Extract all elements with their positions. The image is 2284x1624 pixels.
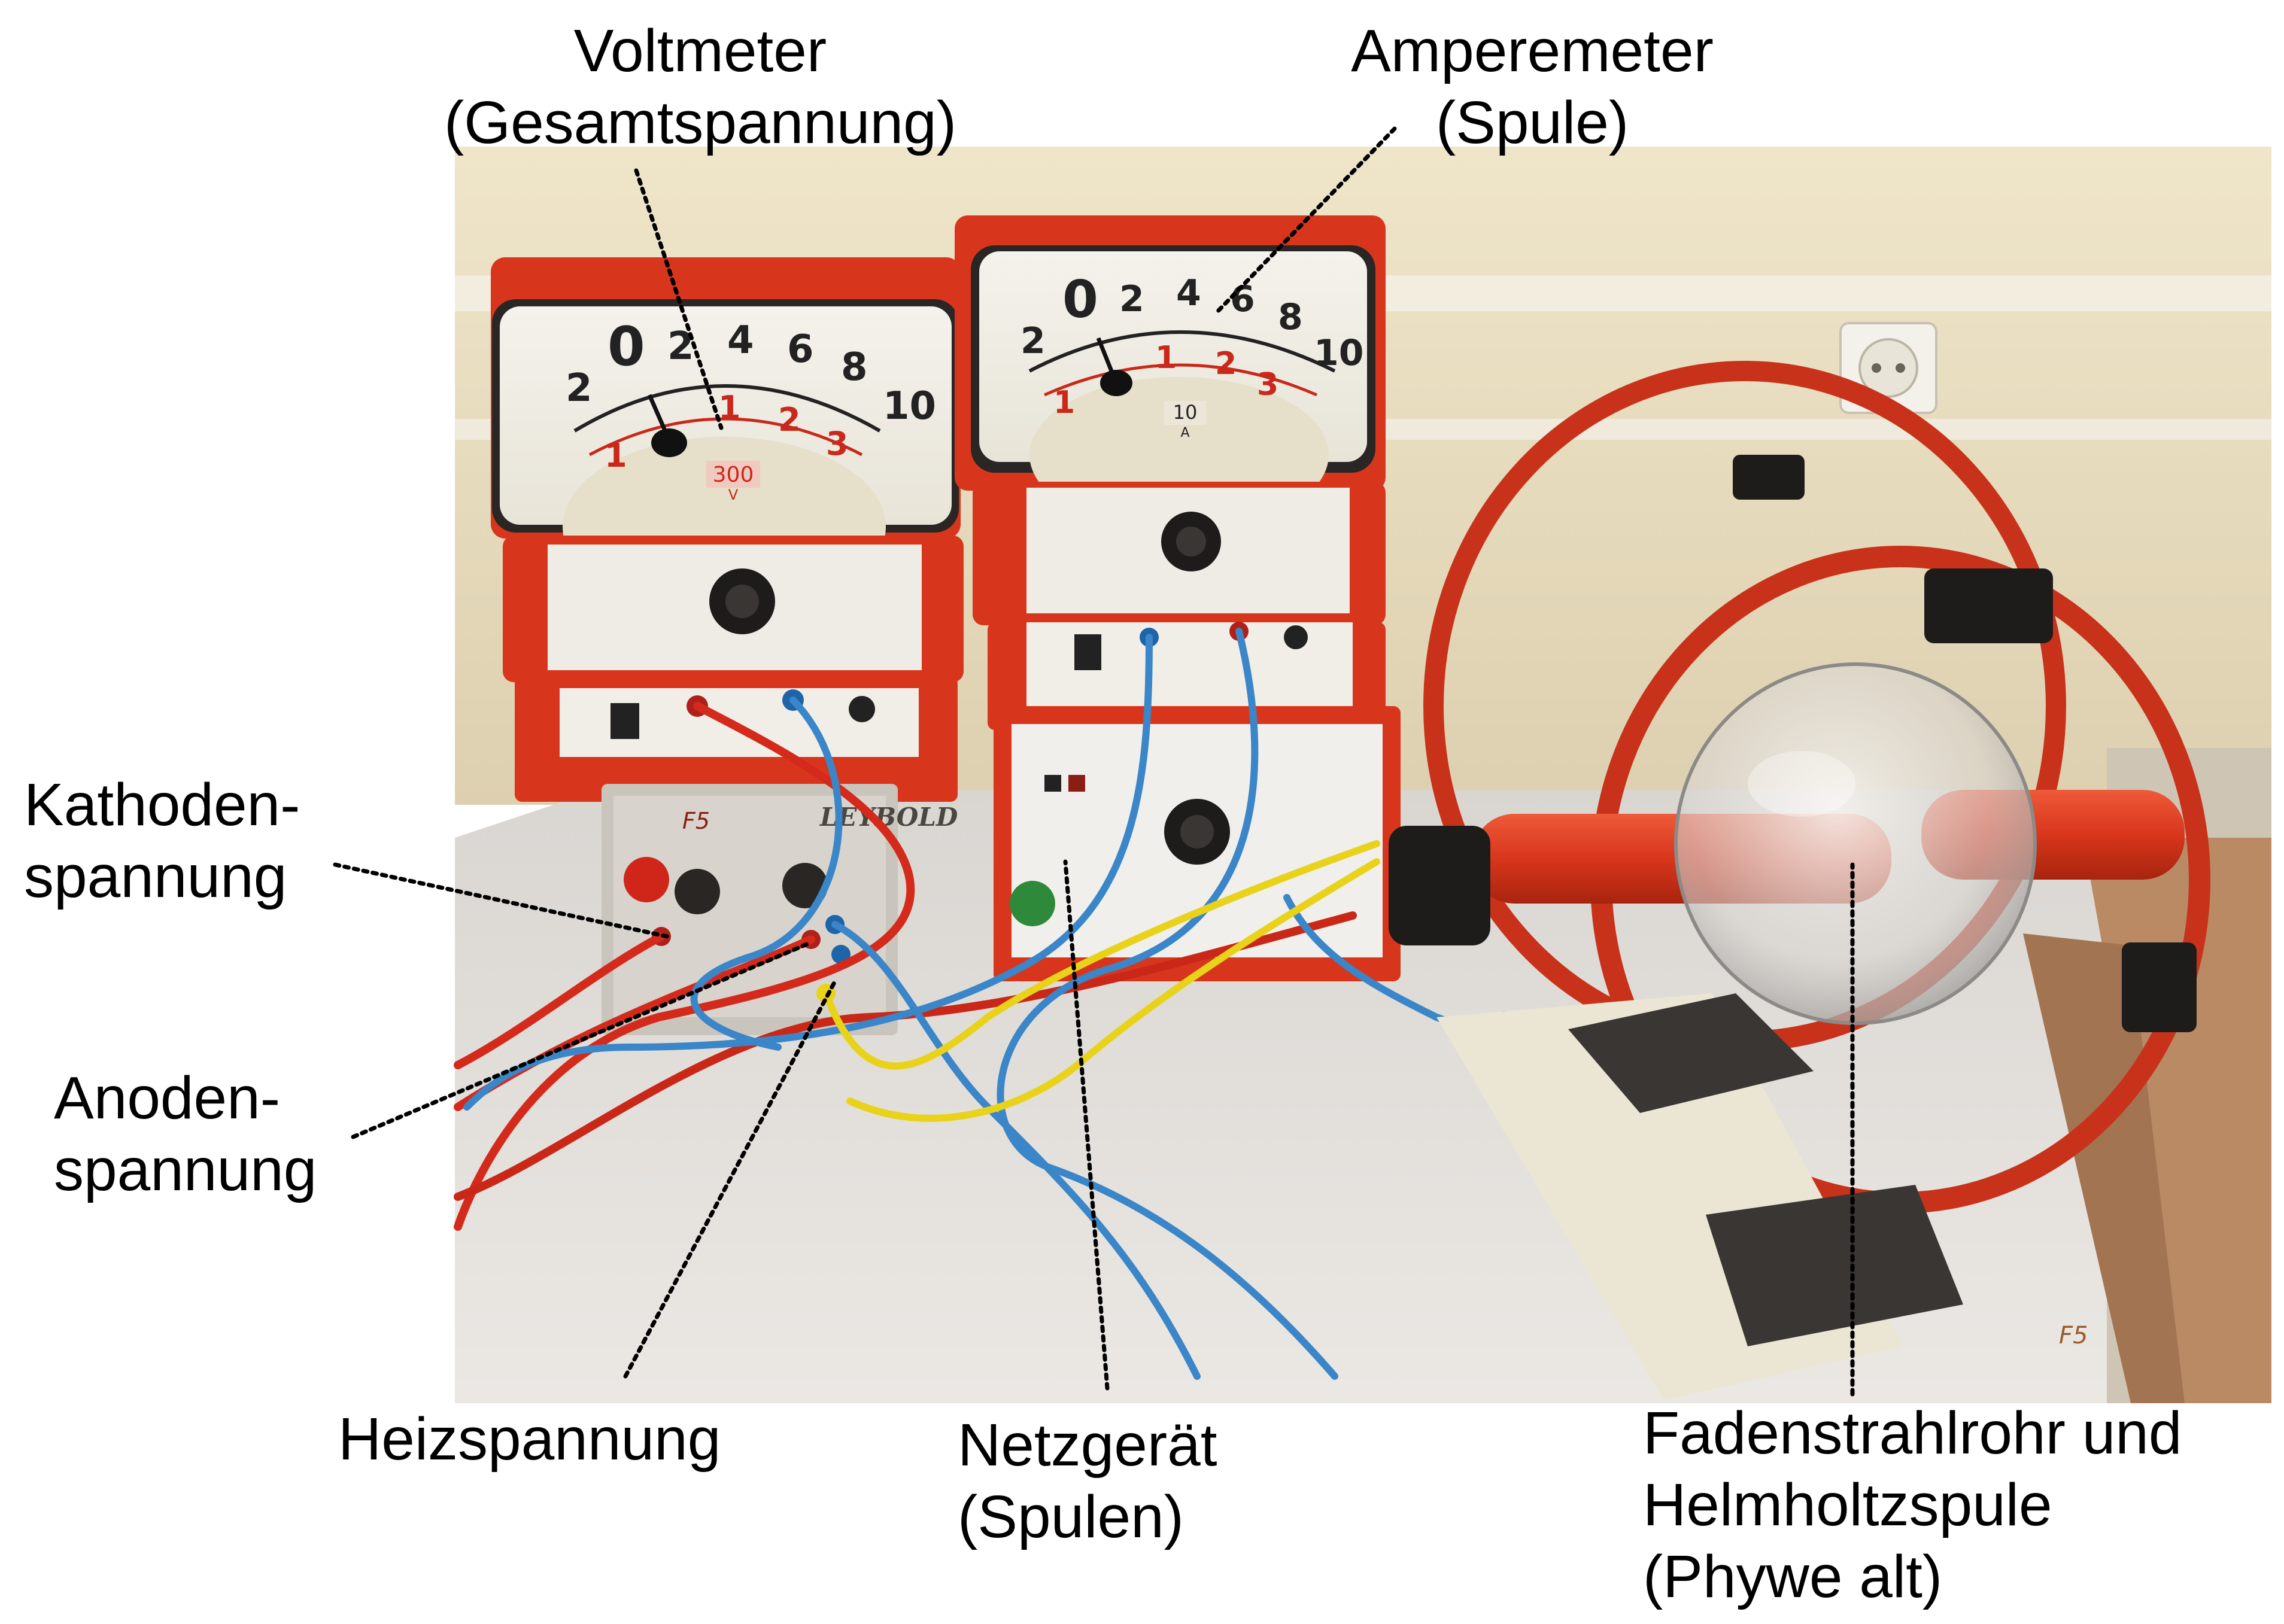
amperemeter-device: 2 0 2 4 6 8 10 1 1 2 3 10 A (955, 215, 1386, 730)
netzgeraet-device (994, 706, 1401, 981)
label-line: spannung (24, 843, 287, 910)
scale-label: 0 (1062, 270, 1098, 330)
cable-yellow (822, 840, 1380, 1070)
label-line: Amperemeter (1351, 17, 1714, 84)
scale-label: 8 (1278, 296, 1303, 338)
scale-label: 1 (1053, 385, 1075, 421)
scale-label: 0 (608, 315, 645, 378)
range-label: 10 (1173, 401, 1198, 424)
scale-label: 2 (1215, 346, 1237, 382)
scale-label: 1 (1155, 340, 1177, 376)
cable-blue (997, 628, 1338, 1380)
unit-label: A (1180, 425, 1189, 440)
cable-blue (831, 921, 1201, 1380)
scale-label: 10 (883, 384, 936, 428)
zero-knob[interactable] (849, 696, 875, 722)
scale-label: 3 (826, 425, 849, 463)
voltmeter-red-scale: 1 1 2 3 (605, 389, 849, 475)
unit-label: V (728, 486, 739, 503)
label-voltmeter: Voltmeter (Gesamtspannung) (413, 15, 988, 159)
scale-label: 6 (1230, 278, 1255, 320)
baseboard-tag: F5 (2059, 1322, 2088, 1349)
label-amperemeter: Amperemeter (Spule) (1305, 15, 1760, 159)
label-heiz: Heizspannung (338, 1403, 721, 1475)
label-anoden: Anoden- spannung (54, 1062, 317, 1206)
glass-bulb (1674, 662, 2037, 1025)
label-line: Heizspannung (338, 1406, 721, 1473)
scale-label: 1 (718, 389, 741, 427)
scale-label: 2 (1020, 320, 1046, 362)
label-line: (Phywe alt) (1643, 1543, 1943, 1610)
heater-knob[interactable] (782, 863, 828, 908)
scale-label: 2 (1119, 278, 1144, 320)
label-netzgeraet: Netzgerät (Spulen) (958, 1409, 1217, 1553)
label-line: Voltmeter (573, 17, 827, 84)
voltmeter-device: 2 0 2 4 6 8 10 1 1 2 3 300 V (491, 257, 964, 802)
amperemeter-red-scale: 1 1 2 3 (1053, 340, 1278, 421)
label-line: (Spulen) (958, 1483, 1184, 1550)
label-line: (Spule) (1435, 89, 1629, 156)
label-kathoden: Kathoden- spannung (24, 769, 300, 913)
tube-socket (1389, 826, 1490, 945)
emergency-button[interactable] (624, 857, 669, 902)
coil-base-plate (1706, 1185, 1963, 1346)
range-label: 300 (713, 463, 754, 487)
scale-label: 2 (566, 366, 593, 410)
label-line: (Gesamtspannung) (444, 89, 956, 156)
cabinet-front (2023, 933, 2185, 1403)
label-line: Fadenstrahlrohr und (1643, 1400, 2182, 1467)
scale-label: 1 (605, 437, 627, 475)
coil-base-plate (1568, 993, 1814, 1113)
scale-label: 3 (1257, 367, 1278, 403)
zero-knob[interactable] (1284, 625, 1308, 649)
scale-label: 10 (1314, 332, 1364, 374)
scale-label: 8 (841, 345, 868, 390)
device-tag: F5 (682, 808, 710, 834)
fadenstrahlrohr (1389, 662, 2185, 1025)
scale-label: 4 (1176, 272, 1201, 314)
label-fadenstrahl: Fadenstrahlrohr und Helmholtzspule (Phyw… (1643, 1397, 2182, 1613)
scale-label: 2 (778, 401, 801, 439)
label-line: spannung (54, 1136, 317, 1203)
scale-label: 6 (787, 327, 814, 372)
label-line: Anoden- (54, 1065, 281, 1132)
power-indicator (1010, 881, 1055, 926)
label-line: Netzgerät (958, 1412, 1217, 1479)
scale-label: 2 (667, 324, 694, 369)
jack-blue[interactable] (831, 945, 851, 964)
anode-knob[interactable] (675, 869, 720, 914)
label-line: Kathoden- (24, 771, 300, 838)
label-line: Helmholtzspule (1643, 1471, 2052, 1538)
scale-label: 4 (727, 318, 754, 363)
